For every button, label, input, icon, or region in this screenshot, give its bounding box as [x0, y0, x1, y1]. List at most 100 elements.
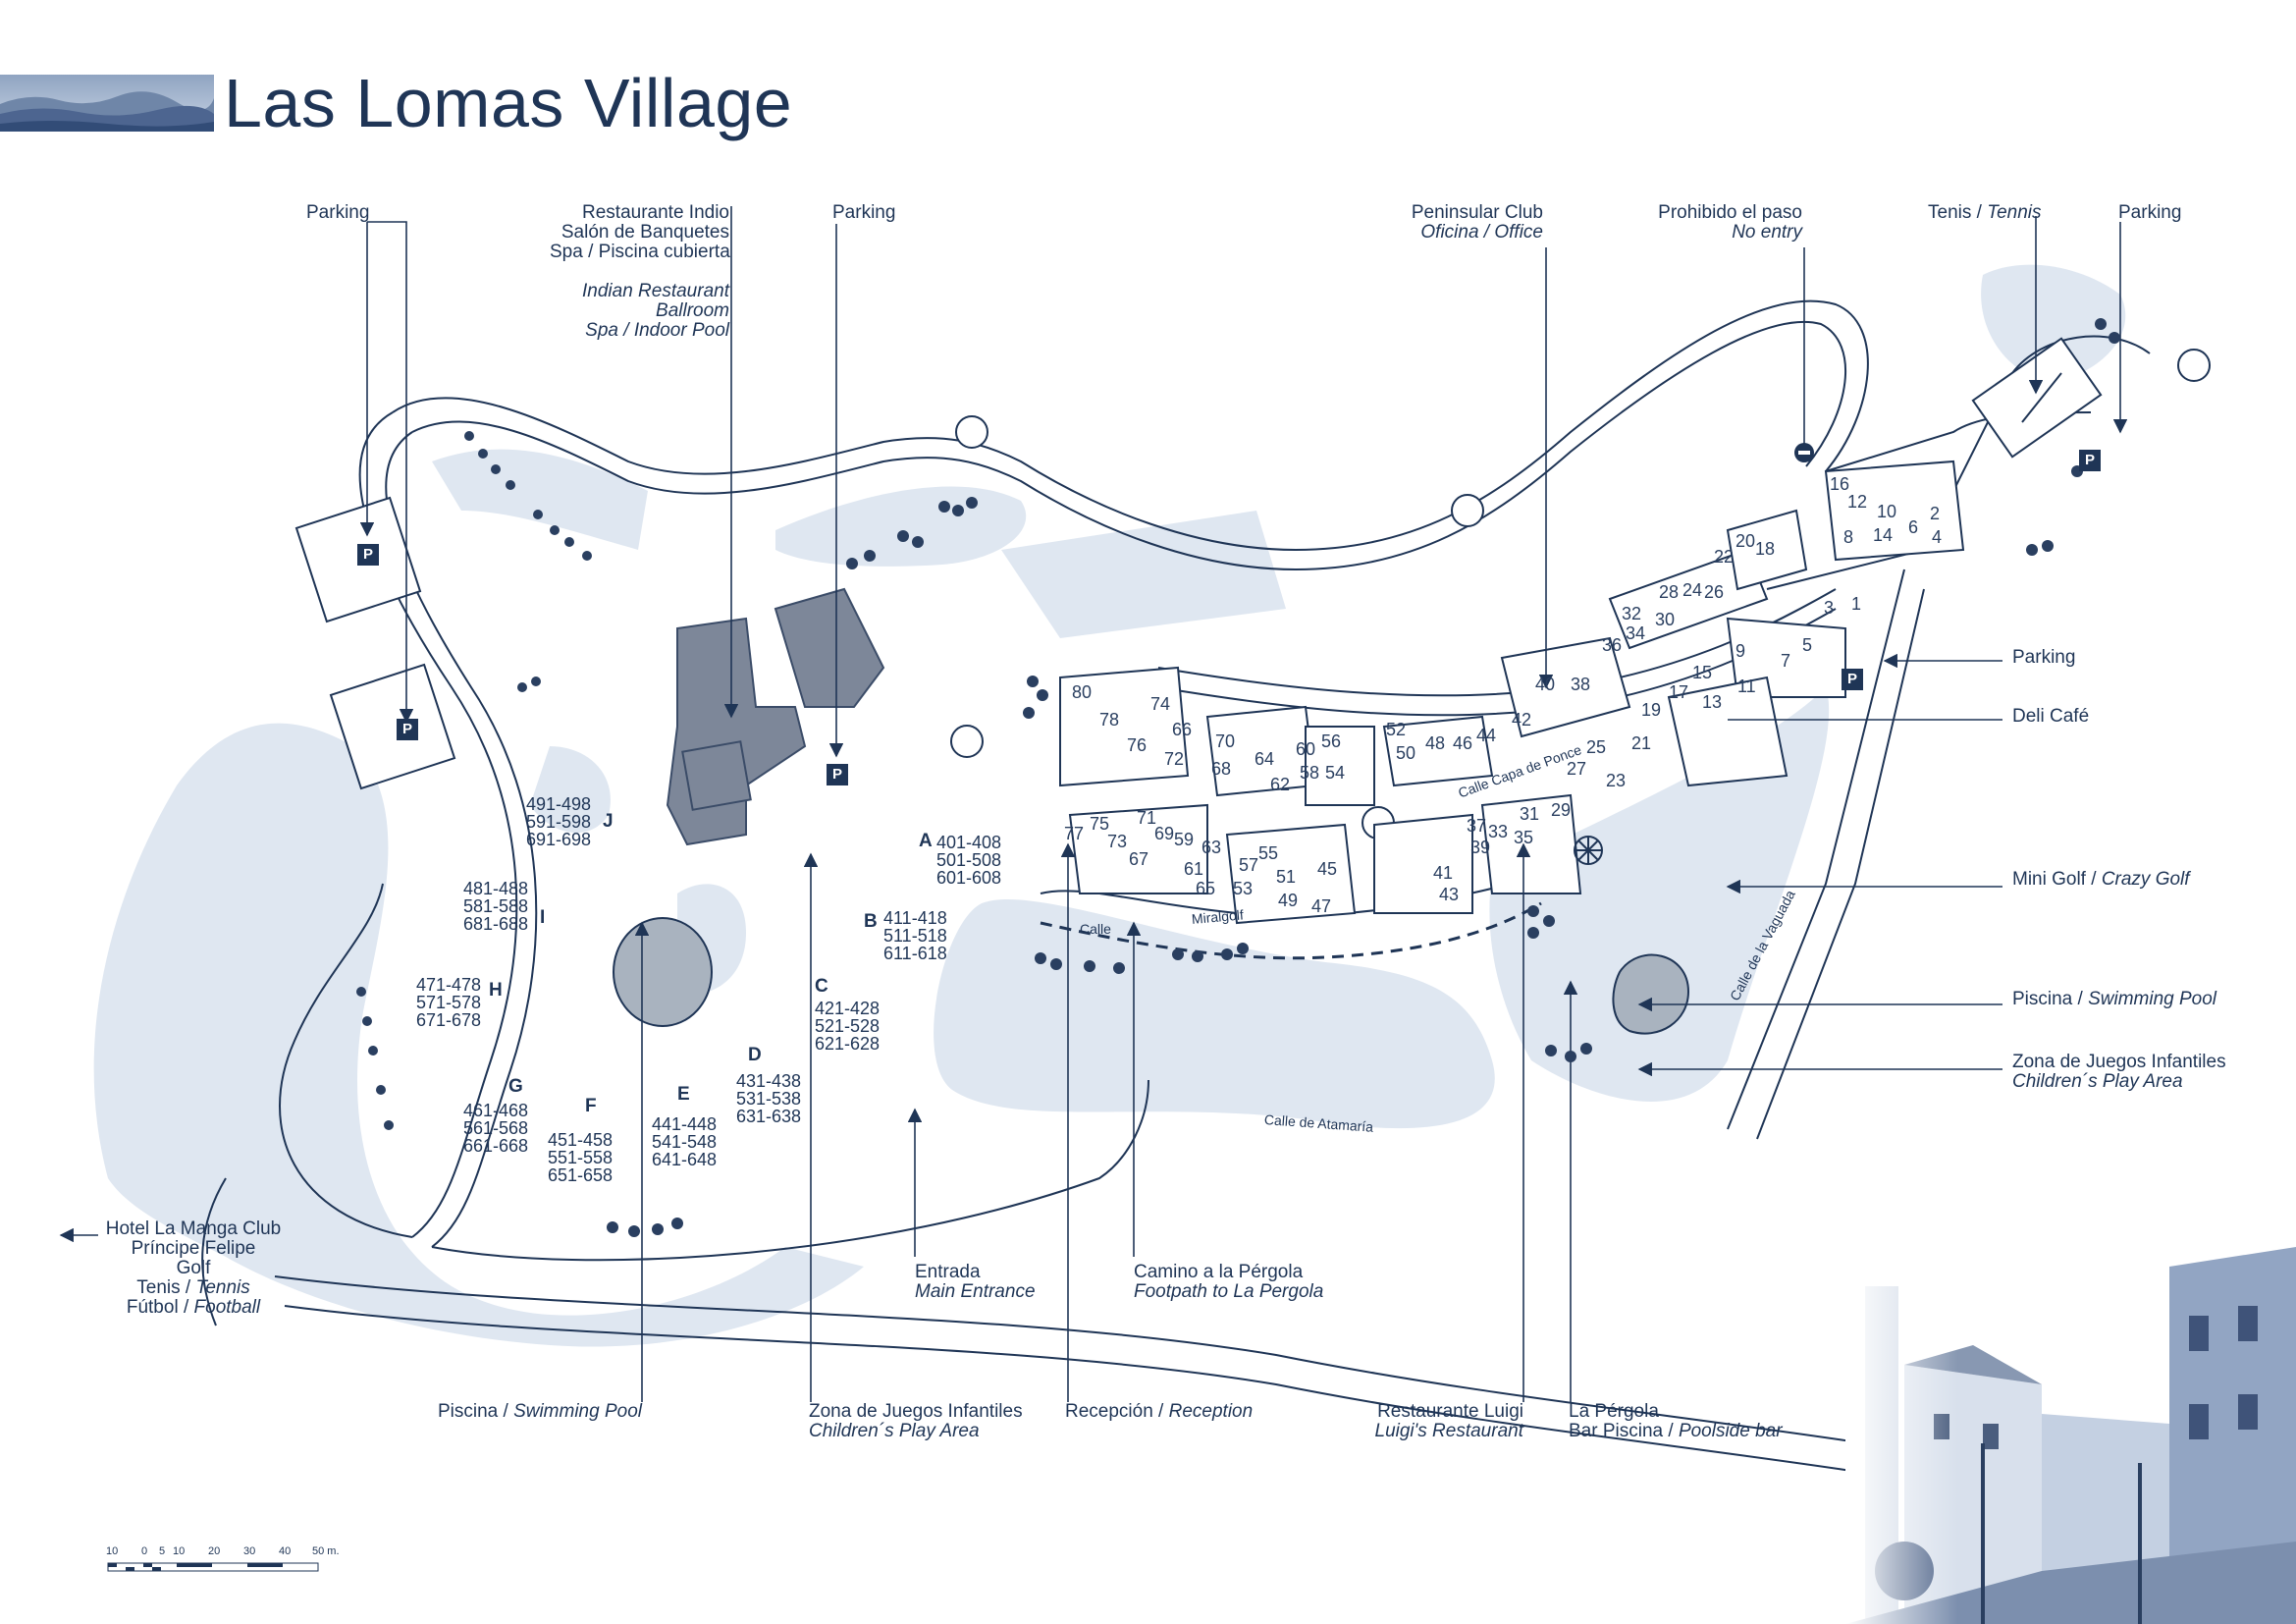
unit-number-69: 69: [1154, 824, 1175, 843]
unit-number-78: 78: [1099, 710, 1120, 730]
building-outlines: [1059, 460, 1965, 925]
parking-pin-4: P: [2079, 450, 2101, 471]
parking-pin-1: P: [357, 544, 379, 566]
label-parking-right: Parking: [2118, 202, 2182, 223]
parking-lots: [294, 496, 456, 790]
unit-number-33: 33: [1488, 822, 1509, 841]
pool-right: [1612, 953, 1690, 1035]
unit-number-35: 35: [1514, 828, 1534, 847]
unit-number-8: 8: [1843, 527, 1854, 547]
unit-number-58: 58: [1300, 763, 1320, 783]
page-title: Las Lomas Village: [224, 65, 793, 141]
pergola-star: [1574, 836, 1603, 865]
village-street-photo: [1845, 1247, 2296, 1624]
unit-number-48: 48: [1425, 733, 1446, 753]
building-A-letter: A: [919, 831, 933, 851]
unit-number-71: 71: [1137, 808, 1157, 828]
parking-pin-3: P: [827, 764, 848, 785]
unit-number-7: 7: [1781, 651, 1791, 671]
label-parking-mid: Parking: [832, 202, 896, 223]
unit-number-30: 30: [1655, 610, 1676, 629]
unit-number-66: 66: [1172, 720, 1193, 739]
unit-number-34: 34: [1626, 623, 1646, 643]
unit-number-3: 3: [1824, 598, 1835, 618]
label-reception: Recepción / Reception: [1065, 1401, 1254, 1422]
unit-number-23: 23: [1606, 771, 1627, 790]
unit-number-10: 10: [1877, 502, 1897, 521]
unit-number-51: 51: [1276, 867, 1297, 887]
unit-number-41: 41: [1433, 863, 1454, 883]
unit-number-9: 9: [1735, 641, 1746, 661]
pond-left: [613, 917, 713, 1027]
label-main-entrance: Entrada Main Entrance: [915, 1262, 1036, 1302]
unit-number-67: 67: [1129, 849, 1149, 869]
restaurant-complex: [666, 587, 885, 846]
unit-number-29: 29: [1551, 800, 1572, 820]
label-luigi: Restaurante Luigi Luigi's Restaurant: [1374, 1401, 1524, 1441]
unit-number-61: 61: [1184, 859, 1204, 879]
building-H-letter: H: [489, 980, 503, 1001]
label-parking-left: Parking: [306, 202, 370, 223]
unit-number-77: 77: [1064, 824, 1085, 843]
unit-number-39: 39: [1470, 838, 1491, 857]
unit-number-80: 80: [1072, 682, 1093, 702]
unit-number-63: 63: [1201, 838, 1222, 857]
unit-number-21: 21: [1631, 733, 1652, 753]
unit-number-65: 65: [1196, 879, 1216, 898]
label-no-entry: Prohibido el paso No entry: [1658, 202, 1802, 243]
label-pool-left: Piscina / Swimming Pool: [437, 1401, 642, 1422]
building-G-letter: G: [508, 1076, 523, 1097]
label-peninsular-club: Peninsular Club Oficina / Office: [1411, 202, 1543, 243]
header-banner-image: [0, 75, 214, 132]
unit-number-54: 54: [1325, 763, 1346, 783]
unit-number-5: 5: [1802, 635, 1813, 655]
unit-number-73: 73: [1107, 832, 1128, 851]
unit-number-74: 74: [1150, 694, 1171, 714]
unit-number-20: 20: [1735, 531, 1756, 551]
unit-number-38: 38: [1571, 675, 1591, 694]
unit-number-36: 36: [1602, 635, 1623, 655]
unit-number-75: 75: [1090, 814, 1110, 834]
unit-number-32: 32: [1622, 604, 1642, 623]
building-J-letter: J: [603, 811, 614, 832]
parking-pin-5: P: [1842, 669, 1863, 690]
trees: [356, 318, 2120, 1237]
label-pergola: La Pérgola Bar Piscina / Poolside bar: [1569, 1401, 1783, 1441]
scale-ruler: [107, 1562, 319, 1572]
scale-tick-labels: 10 0 5 10 20 30 40 50 m.: [106, 1545, 340, 1557]
unit-number-14: 14: [1873, 525, 1894, 545]
label-deli-cafe: Deli Café: [2012, 706, 2090, 727]
unit-number-53: 53: [1233, 879, 1254, 898]
label-parking-east: Parking: [2012, 647, 2076, 668]
unit-number-72: 72: [1164, 749, 1185, 769]
unit-number-43: 43: [1439, 885, 1460, 904]
label-pool-right: Piscina / Swimming Pool: [2012, 989, 2217, 1009]
unit-number-37: 37: [1467, 816, 1487, 836]
unit-number-24: 24: [1682, 580, 1703, 600]
label-play-area-left: Zona de Juegos Infantiles Children´s Pla…: [809, 1401, 1023, 1441]
unit-number-15: 15: [1692, 663, 1713, 682]
unit-number-42: 42: [1512, 710, 1532, 730]
unit-number-25: 25: [1586, 737, 1607, 757]
unit-number-64: 64: [1255, 749, 1275, 769]
building-F-letter: F: [585, 1096, 597, 1116]
unit-number-26: 26: [1704, 582, 1725, 602]
building-I-letter: I: [540, 907, 546, 928]
label-tennis: Tenis / Tennis: [1928, 202, 2042, 223]
unit-number-59: 59: [1174, 830, 1195, 849]
unit-number-11: 11: [1737, 677, 1756, 696]
unit-number-44: 44: [1476, 726, 1497, 745]
unit-number-46: 46: [1453, 733, 1473, 753]
unit-number-49: 49: [1278, 891, 1299, 910]
unit-number-12: 12: [1847, 492, 1868, 512]
